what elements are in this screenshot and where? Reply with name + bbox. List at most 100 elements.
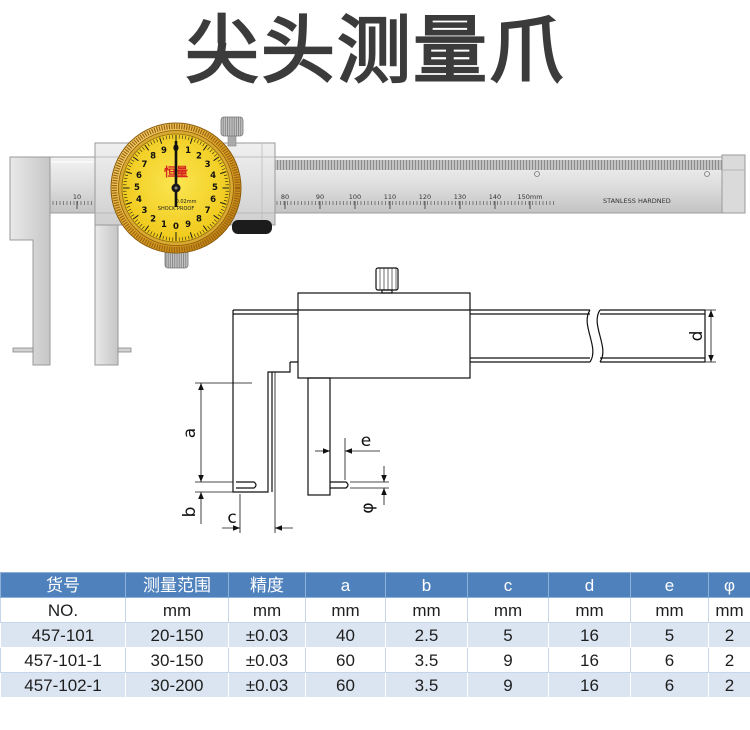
dim-label-c: c xyxy=(227,508,236,528)
dial-tick xyxy=(137,221,141,225)
table-header-cell: 货号 xyxy=(0,572,126,598)
dial-tick xyxy=(220,201,227,205)
scale-label: 140 xyxy=(489,193,501,201)
dial-number: 3 xyxy=(205,160,211,170)
dial-number: 0 xyxy=(173,222,179,232)
dial-tick xyxy=(131,159,135,162)
table-cell: 16 xyxy=(548,672,631,698)
table-cell: 6 xyxy=(630,672,709,698)
drawing-break xyxy=(586,309,604,363)
dial-tick xyxy=(221,205,226,208)
dial: 01234567890123456789 恒量 0.02mm SHOCK PRO… xyxy=(110,122,242,254)
dial-tick xyxy=(224,177,229,179)
dial-number: 3 xyxy=(141,206,147,216)
moving-jaw xyxy=(94,224,119,366)
scale-label: 80 xyxy=(281,193,289,201)
table-cell: 457-101 xyxy=(0,622,126,648)
dial-tick xyxy=(142,146,145,151)
dial-number: 8 xyxy=(150,151,156,161)
dial-number: 5 xyxy=(212,183,218,193)
dial-tick xyxy=(129,162,133,165)
dial-number: 1 xyxy=(161,220,167,230)
dial-tick xyxy=(139,223,143,227)
dial-tick xyxy=(124,200,129,202)
table-header-cell: c xyxy=(467,572,549,598)
dim-label-b: b xyxy=(180,507,200,518)
dial-tick xyxy=(211,221,215,225)
table-header-cell: φ xyxy=(708,572,750,598)
table-cell: ±0.03 xyxy=(228,647,306,673)
dial-tick xyxy=(123,177,128,179)
table-cell: 6 xyxy=(630,647,709,673)
dial-number: 6 xyxy=(136,171,142,181)
scale-label: 10 xyxy=(73,193,81,201)
dim-label-a: a xyxy=(180,428,200,438)
table-header-cell: a xyxy=(305,572,386,598)
table-header-cell: 精度 xyxy=(228,572,306,598)
dial-tick xyxy=(202,225,208,232)
scale-label: 150mm xyxy=(517,193,542,201)
caliper-rack xyxy=(275,160,723,170)
dial-tick xyxy=(213,156,220,162)
table-header-cell: e xyxy=(630,572,709,598)
table-cell: 30-150 xyxy=(125,647,229,673)
dial-tick xyxy=(193,233,196,238)
scale-label: 120 xyxy=(419,193,431,201)
table-cell: 20-150 xyxy=(125,622,229,648)
table-cell: 9 xyxy=(467,647,549,673)
drawing-moving-jaw xyxy=(307,377,331,496)
table-unit-cell: mm xyxy=(708,597,750,623)
table-header-cell: d xyxy=(548,572,631,598)
dial-number: 4 xyxy=(136,195,142,205)
dial-tick xyxy=(196,232,199,237)
dial-tick xyxy=(139,149,143,153)
drawing-fixed-tip xyxy=(236,481,257,489)
thumb-roller xyxy=(232,220,272,234)
dial-tick xyxy=(217,159,221,162)
caliper-scale-ticks xyxy=(42,201,555,206)
dial-tick xyxy=(207,146,210,151)
fixed-jaw xyxy=(9,156,51,366)
dial-tick xyxy=(125,201,132,205)
page-title: 尖头测量爪 xyxy=(185,8,565,94)
dial-number: 5 xyxy=(134,183,140,193)
dial-tick xyxy=(162,136,164,141)
dial-tick xyxy=(125,171,132,175)
beam-end-stop xyxy=(721,154,746,214)
dial-number: 8 xyxy=(196,215,202,225)
dial-tick xyxy=(220,171,227,175)
drawing-slider xyxy=(297,292,471,379)
screw xyxy=(704,171,710,177)
dial-numbers: 01234567890123456789 xyxy=(134,144,218,232)
dial-tick xyxy=(159,137,163,144)
dial-tick xyxy=(193,138,196,143)
dial-tick xyxy=(144,144,150,151)
table-cell: ±0.03 xyxy=(228,672,306,698)
dial-tick xyxy=(147,143,150,147)
dial-tick xyxy=(132,214,139,220)
dial-tick xyxy=(219,211,223,214)
table-unit-cell: mm xyxy=(305,597,386,623)
table-unit-cell: mm xyxy=(385,597,468,623)
scale-label: 100 xyxy=(349,193,361,201)
dial-tick xyxy=(185,135,187,140)
dial-tick xyxy=(153,232,156,237)
dial-tick xyxy=(209,149,213,153)
dial-tick xyxy=(189,137,193,144)
dial-tick xyxy=(144,225,150,232)
dial-tick xyxy=(188,136,190,141)
table-cell: 9 xyxy=(467,672,549,698)
dial-tick xyxy=(217,214,221,217)
dial-tick xyxy=(153,139,156,144)
dial-tick xyxy=(150,141,153,145)
dial-tick xyxy=(211,151,215,155)
dial-tick xyxy=(156,138,159,143)
drawing-beam xyxy=(233,309,706,363)
dial-tick xyxy=(147,229,150,233)
dim-label-phi: φ xyxy=(358,502,378,513)
table-cell: 60 xyxy=(305,672,386,698)
dial-number: 7 xyxy=(141,160,147,170)
